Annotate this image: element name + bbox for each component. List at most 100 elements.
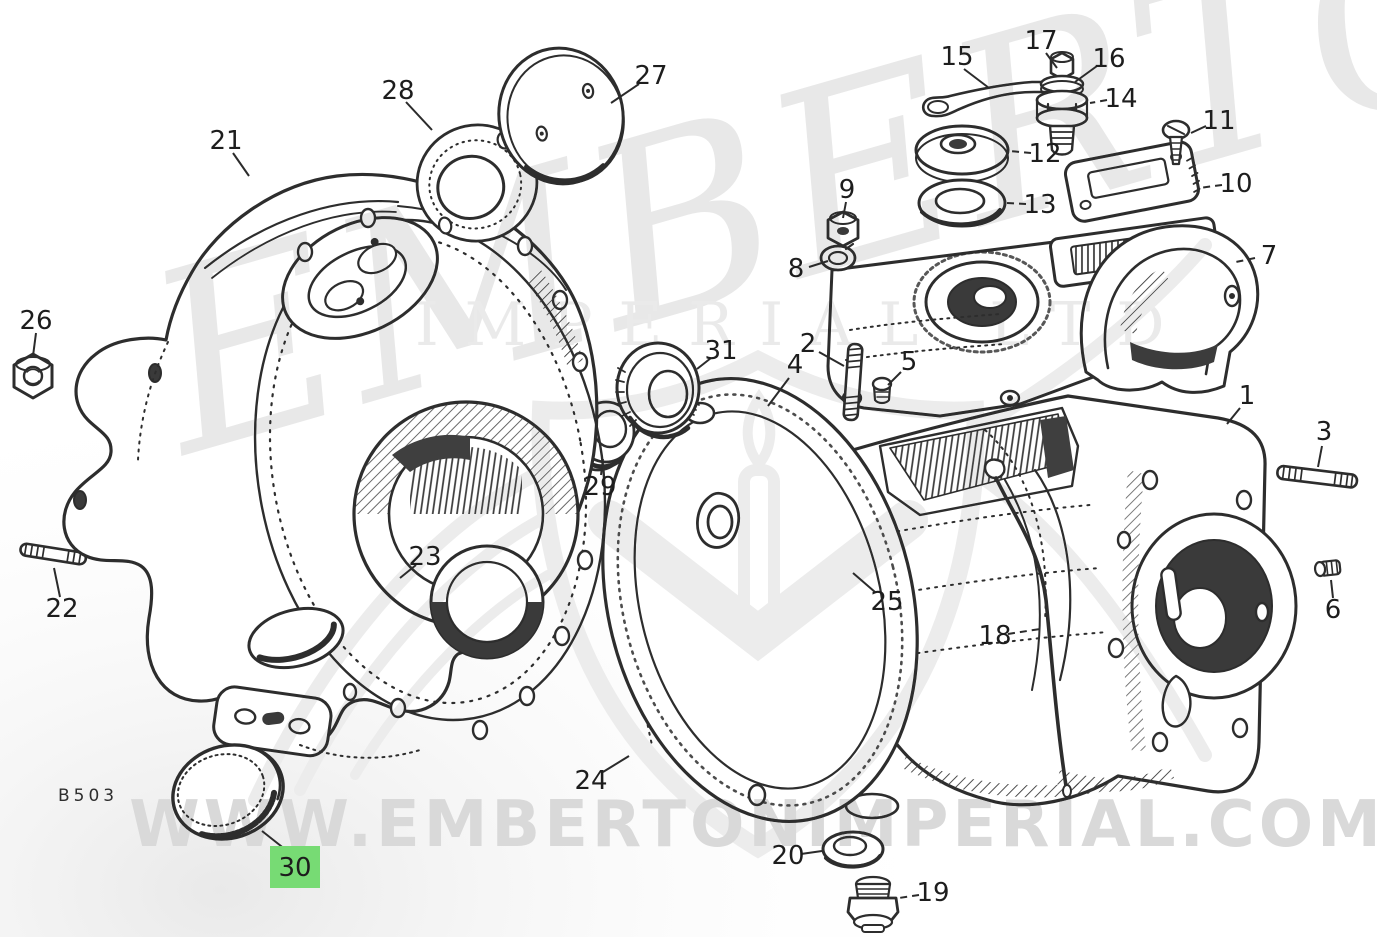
- callout-leader-line: [399, 564, 417, 579]
- callout-8[interactable]: 8: [788, 254, 829, 284]
- callout-number: 27: [634, 61, 667, 91]
- callout-number: 12: [1028, 139, 1061, 169]
- part-drain-plug: [846, 875, 900, 933]
- part-nut-and-lockwasher: [819, 210, 860, 272]
- watermark-subtitle-text: IMPERIAL LTD: [415, 290, 1191, 360]
- callout-21[interactable]: 21: [209, 126, 250, 177]
- drawing-code: B503: [58, 786, 118, 806]
- callout-leader-line: [405, 101, 433, 131]
- callout-leader-line: [800, 850, 823, 855]
- callout-27[interactable]: 27: [610, 61, 668, 104]
- callout-number: 18: [978, 621, 1011, 651]
- part-stud-3: [1276, 464, 1359, 489]
- part-stud-22: [19, 542, 88, 566]
- callout-14[interactable]: 14: [1089, 84, 1138, 114]
- callout-28[interactable]: 28: [381, 76, 433, 131]
- part-lever-bolt-stack: [1035, 51, 1089, 156]
- callout-26[interactable]: 26: [19, 306, 53, 357]
- callout-leader-line: [1317, 445, 1323, 468]
- callout-leader-line: [887, 371, 902, 386]
- callout-1[interactable]: 1: [1226, 381, 1256, 425]
- part-front-cover-plate: [601, 377, 919, 823]
- callout-10[interactable]: 10: [1198, 169, 1253, 199]
- callout-7[interactable]: 7: [1235, 241, 1278, 271]
- callout-23[interactable]: 23: [399, 542, 442, 579]
- callout-leader-line: [232, 152, 250, 177]
- callout-leader-line: [1007, 628, 1041, 635]
- callout-leader-line: [53, 567, 61, 598]
- callout-leader-line: [696, 357, 712, 370]
- part-dipstick: [983, 458, 1072, 798]
- callout-24[interactable]: 24: [574, 755, 630, 796]
- callout-number: 6: [1325, 595, 1342, 625]
- callout-20[interactable]: 20: [771, 841, 823, 871]
- callout-11[interactable]: 11: [1190, 106, 1236, 136]
- callout-13[interactable]: 13: [1006, 190, 1057, 220]
- callout-5[interactable]: 5: [887, 347, 918, 386]
- callout-number: 3: [1316, 417, 1333, 447]
- callout-number: 22: [45, 594, 78, 624]
- callout-22[interactable]: 22: [45, 567, 79, 624]
- callout-number: 11: [1202, 106, 1235, 136]
- callout-6[interactable]: 6: [1325, 579, 1342, 625]
- callout-number: 21: [209, 126, 242, 156]
- callout-number: 5: [901, 347, 918, 377]
- callout-12[interactable]: 12: [1009, 139, 1062, 169]
- callout-18[interactable]: 18: [978, 621, 1041, 651]
- watermark-url-text: WWW.EMBERTONIMPERIAL.COM: [129, 788, 1377, 862]
- callout-number: 14: [1104, 84, 1137, 114]
- callout-leader-line: [1045, 52, 1058, 69]
- part-screw: [1161, 119, 1191, 166]
- callout-2[interactable]: 2: [800, 329, 845, 367]
- callout-number: 9: [839, 175, 856, 205]
- callout-leader-line: [767, 377, 790, 407]
- callout-number: 23: [408, 542, 441, 572]
- part-selector-lever: [921, 80, 1052, 118]
- callout-number: 19: [916, 878, 949, 908]
- callout-number: 8: [788, 254, 805, 284]
- callout-leader-line: [1009, 150, 1032, 154]
- callout-number: 4: [787, 350, 804, 380]
- callout-30[interactable]: 30: [261, 830, 320, 888]
- callout-leader-line: [1190, 125, 1207, 134]
- callout-number: 20: [771, 841, 804, 871]
- callout-4[interactable]: 4: [767, 350, 804, 407]
- callout-19[interactable]: 19: [898, 878, 950, 908]
- callout-number: 1: [1239, 381, 1256, 411]
- watermark-crest: [248, 238, 1212, 859]
- callout-leader-line: [963, 68, 990, 89]
- callout-number: 31: [704, 336, 737, 366]
- callout-3[interactable]: 3: [1316, 417, 1333, 468]
- callout-number: 28: [381, 76, 414, 106]
- callout-leader-line: [1330, 579, 1334, 599]
- callout-number: 30: [278, 853, 311, 883]
- callout-15[interactable]: 15: [940, 42, 990, 89]
- callout-9[interactable]: 9: [839, 175, 856, 219]
- callout-leader-line: [1074, 65, 1098, 83]
- callout-16[interactable]: 16: [1074, 44, 1126, 83]
- callout-number: 15: [940, 42, 973, 72]
- callout-number: 26: [19, 306, 52, 336]
- callout-number: 13: [1023, 190, 1056, 220]
- part-cap-washer: [917, 178, 1007, 228]
- callout-leader-line: [852, 572, 876, 593]
- callout-17[interactable]: 17: [1024, 26, 1058, 69]
- callout-leader-line: [1006, 202, 1027, 205]
- callout-25[interactable]: 25: [852, 572, 904, 617]
- callout-leader-line: [32, 332, 37, 357]
- part-washer-20: [821, 830, 885, 869]
- callout-leader-line: [1089, 99, 1108, 104]
- callout-number: 29: [583, 472, 616, 502]
- callout-number: 17: [1024, 26, 1057, 56]
- callout-31[interactable]: 31: [696, 336, 738, 370]
- callout-29[interactable]: 29: [583, 458, 617, 502]
- callout-number: 7: [1261, 241, 1278, 271]
- selected-part-highlight: [270, 846, 320, 888]
- part-bolt-6: [1313, 559, 1342, 578]
- part-nut-26: [12, 352, 54, 400]
- part-blanking-cover: [497, 46, 625, 186]
- callout-leader-line: [610, 83, 640, 104]
